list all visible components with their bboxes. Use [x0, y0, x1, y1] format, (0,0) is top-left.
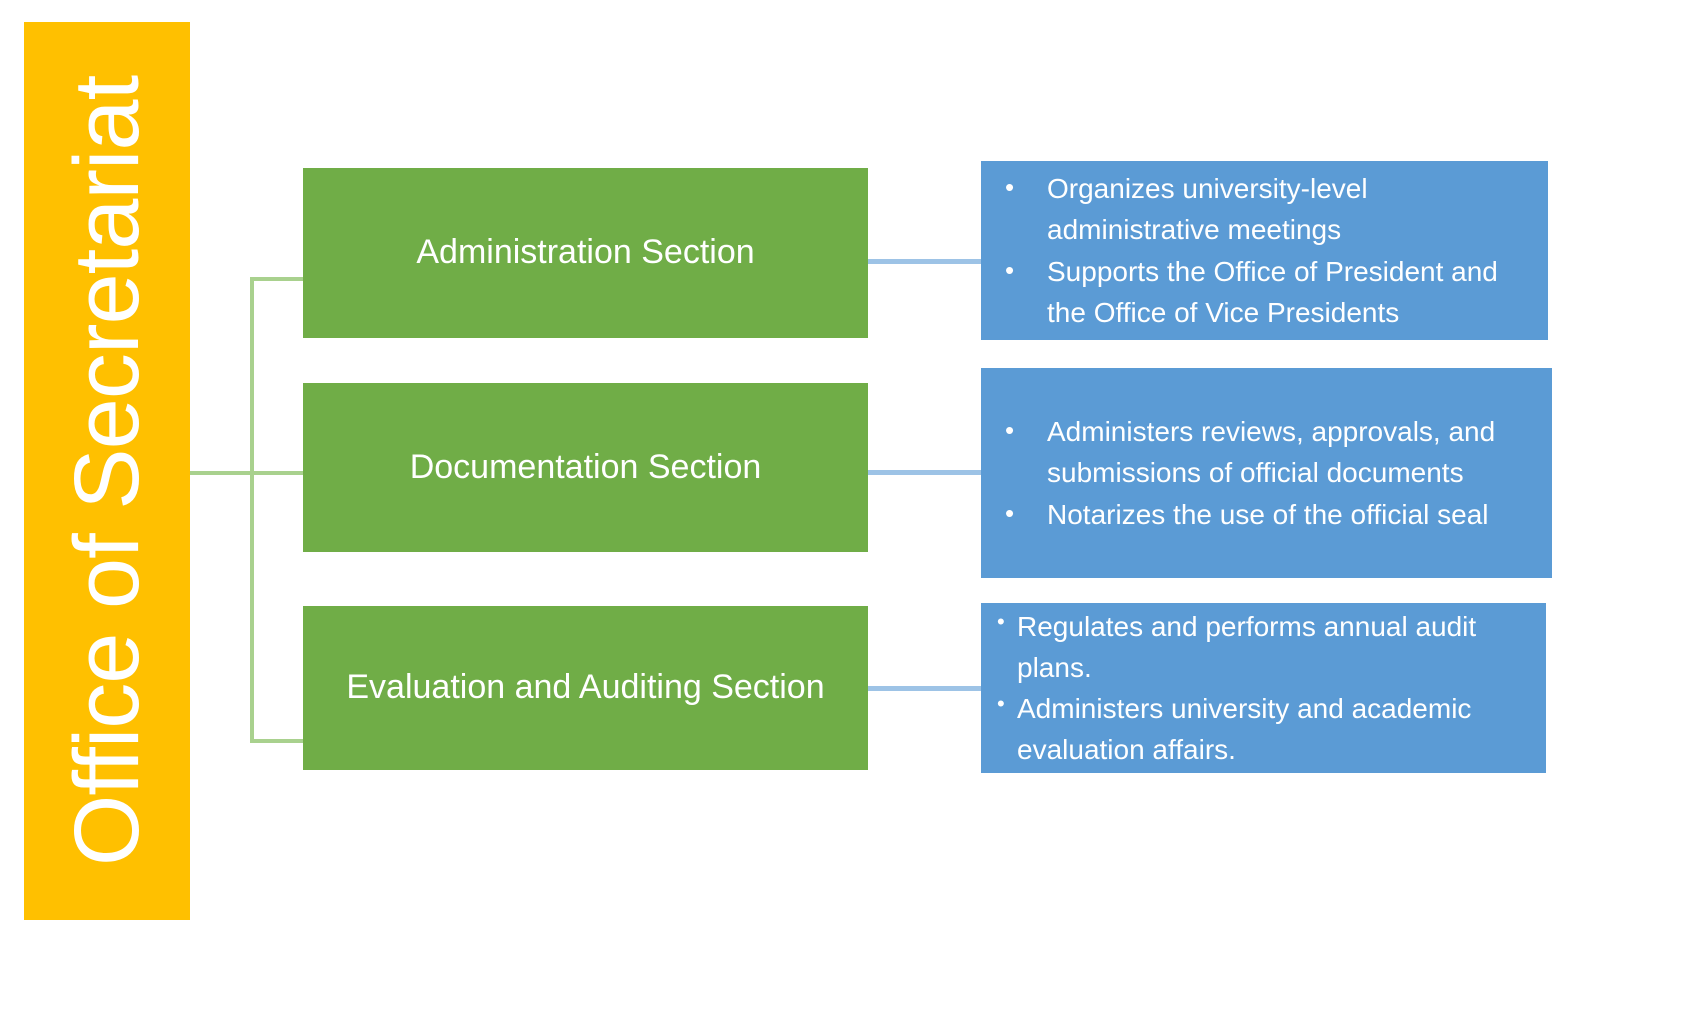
details-box-documentation: Administers reviews, approvals, and subm… — [981, 368, 1552, 578]
list-item: Notarizes the use of the official seal — [989, 494, 1546, 535]
list-item: Organizes university-level administrativ… — [989, 168, 1542, 250]
list-item: Regulates and performs annual audit plan… — [989, 606, 1540, 688]
section-label-documentation: Documentation Section — [409, 447, 762, 486]
office-banner: Office of Secretariat — [24, 22, 190, 920]
section-box-administration[interactable]: Administration Section — [303, 168, 868, 338]
section-box-evaluation-auditing[interactable]: Evaluation and Auditing Section — [303, 606, 868, 770]
office-banner-title: Office of Secretariat — [56, 75, 158, 867]
connector-vertical-trunk — [250, 277, 254, 743]
details-box-evaluation-auditing: Regulates and performs annual audit plan… — [981, 603, 1546, 773]
list-item: Administers university and academic eval… — [989, 688, 1540, 770]
details-box-administration: Organizes university-level administrativ… — [981, 161, 1548, 340]
connector-branch-section-3 — [250, 739, 305, 743]
details-list-administration: Organizes university-level administrativ… — [989, 168, 1542, 333]
section-box-documentation[interactable]: Documentation Section — [303, 383, 868, 552]
list-item: Administers reviews, approvals, and subm… — [989, 411, 1546, 493]
list-item: Supports the Office of President and the… — [989, 251, 1542, 333]
connector-section-1-to-details — [866, 259, 984, 264]
details-list-documentation: Administers reviews, approvals, and subm… — [989, 411, 1546, 534]
section-label-administration: Administration Section — [416, 233, 755, 272]
connector-section-3-to-details — [866, 686, 984, 691]
connector-branch-section-1 — [250, 277, 305, 281]
section-label-evaluation-auditing: Evaluation and Auditing Section — [346, 668, 825, 707]
connector-section-2-to-details — [866, 470, 984, 475]
connector-banner-stub — [190, 471, 252, 475]
connector-branch-section-2 — [250, 471, 305, 475]
details-list-evaluation-auditing: Regulates and performs annual audit plan… — [989, 606, 1540, 771]
